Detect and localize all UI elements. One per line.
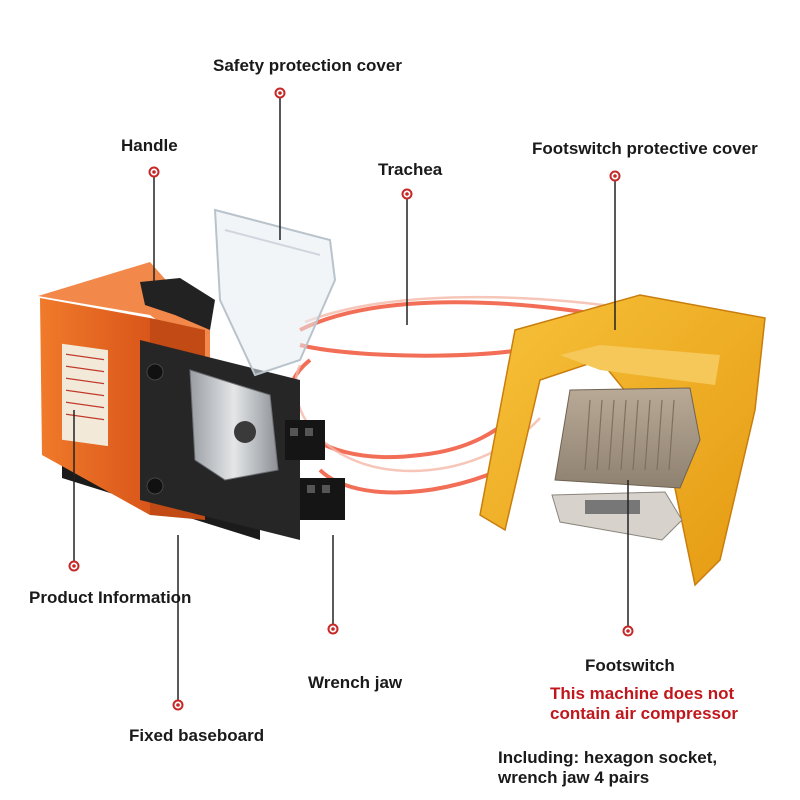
footswitch-unit xyxy=(479,294,766,587)
label-trachea: Trachea xyxy=(378,160,443,179)
label-fixed-baseboard: Fixed baseboard xyxy=(129,726,265,745)
label-safety-protection-cover: Safety protection cover xyxy=(213,56,402,75)
included-line-1: Including: hexagon socket, xyxy=(498,748,718,767)
warning-line-2: contain air compressor xyxy=(550,704,739,723)
wrench-jaw xyxy=(285,420,345,520)
label-product-information: Product Information xyxy=(29,588,192,607)
jaw-plate xyxy=(189,369,279,481)
label-footswitch-protective-cover: Footswitch protective cover xyxy=(532,139,758,158)
label-handle: Handle xyxy=(121,136,178,155)
footswitch-pedal xyxy=(554,387,701,489)
included-items-note: Including: hexagon socket, wrench jaw 4 … xyxy=(498,748,717,788)
label-wrench-jaw: Wrench jaw xyxy=(308,673,403,692)
crimping-machine xyxy=(38,208,345,540)
label-footswitch: Footswitch xyxy=(585,656,675,675)
warning-line-1: This machine does not xyxy=(550,684,735,703)
warning-no-compressor: This machine does not contain air compre… xyxy=(550,684,738,724)
handle-grip xyxy=(140,278,215,330)
footswitch-base xyxy=(551,491,683,541)
callout-lines xyxy=(73,95,629,704)
included-line-2: wrench jaw 4 pairs xyxy=(498,768,650,787)
